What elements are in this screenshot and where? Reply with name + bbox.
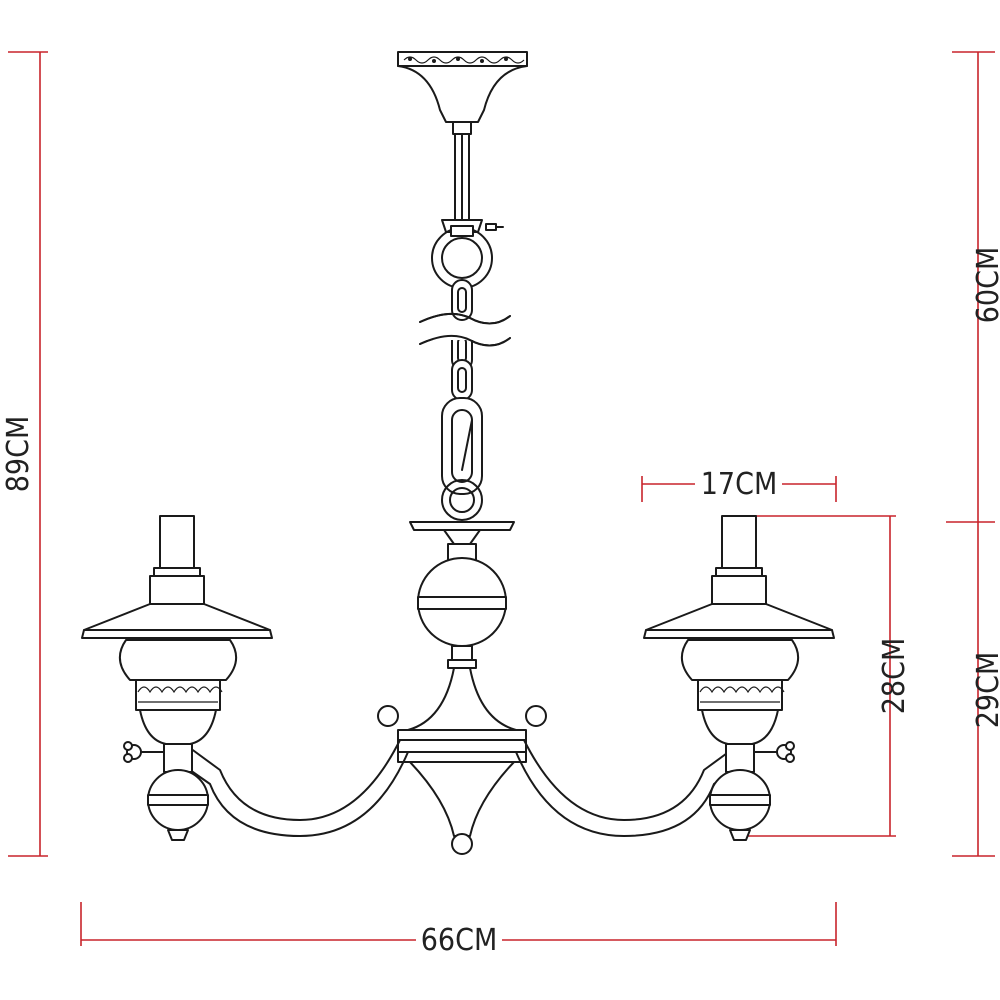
right-arm	[515, 739, 735, 837]
central-body	[377, 521, 547, 855]
carabiner-hook	[441, 397, 483, 521]
dimension-label-chain-length: 60CM	[971, 247, 1000, 323]
dimension-label-shade-width: 17CM	[701, 467, 777, 502]
left-arm	[189, 739, 409, 837]
down-rod	[441, 133, 483, 233]
dimension-arm-height: 28CM	[745, 515, 912, 837]
chain-break-mark	[419, 312, 511, 347]
hanging-ring	[431, 225, 493, 289]
left-key-knob-icon	[123, 741, 165, 763]
dimension-label-arm-height: 28CM	[877, 638, 912, 714]
dimension-chain-length: 60CM	[946, 51, 1000, 523]
screw-icon	[485, 223, 504, 231]
dimension-body-height: 29CM	[952, 522, 1000, 857]
left-lamp	[81, 515, 273, 841]
right-lamp	[643, 515, 835, 841]
dimension-total-width: 66CM	[80, 902, 837, 958]
dimension-total-height: 89CM	[1, 51, 48, 857]
ceiling-canopy	[397, 51, 528, 135]
dimension-shade-width: 17CM	[641, 467, 837, 502]
right-key-knob-icon	[753, 741, 795, 763]
dimension-label-total-height: 89CM	[1, 416, 36, 492]
dimension-label-total-width: 66CM	[421, 923, 497, 958]
dimension-label-body-height: 29CM	[971, 652, 1000, 728]
